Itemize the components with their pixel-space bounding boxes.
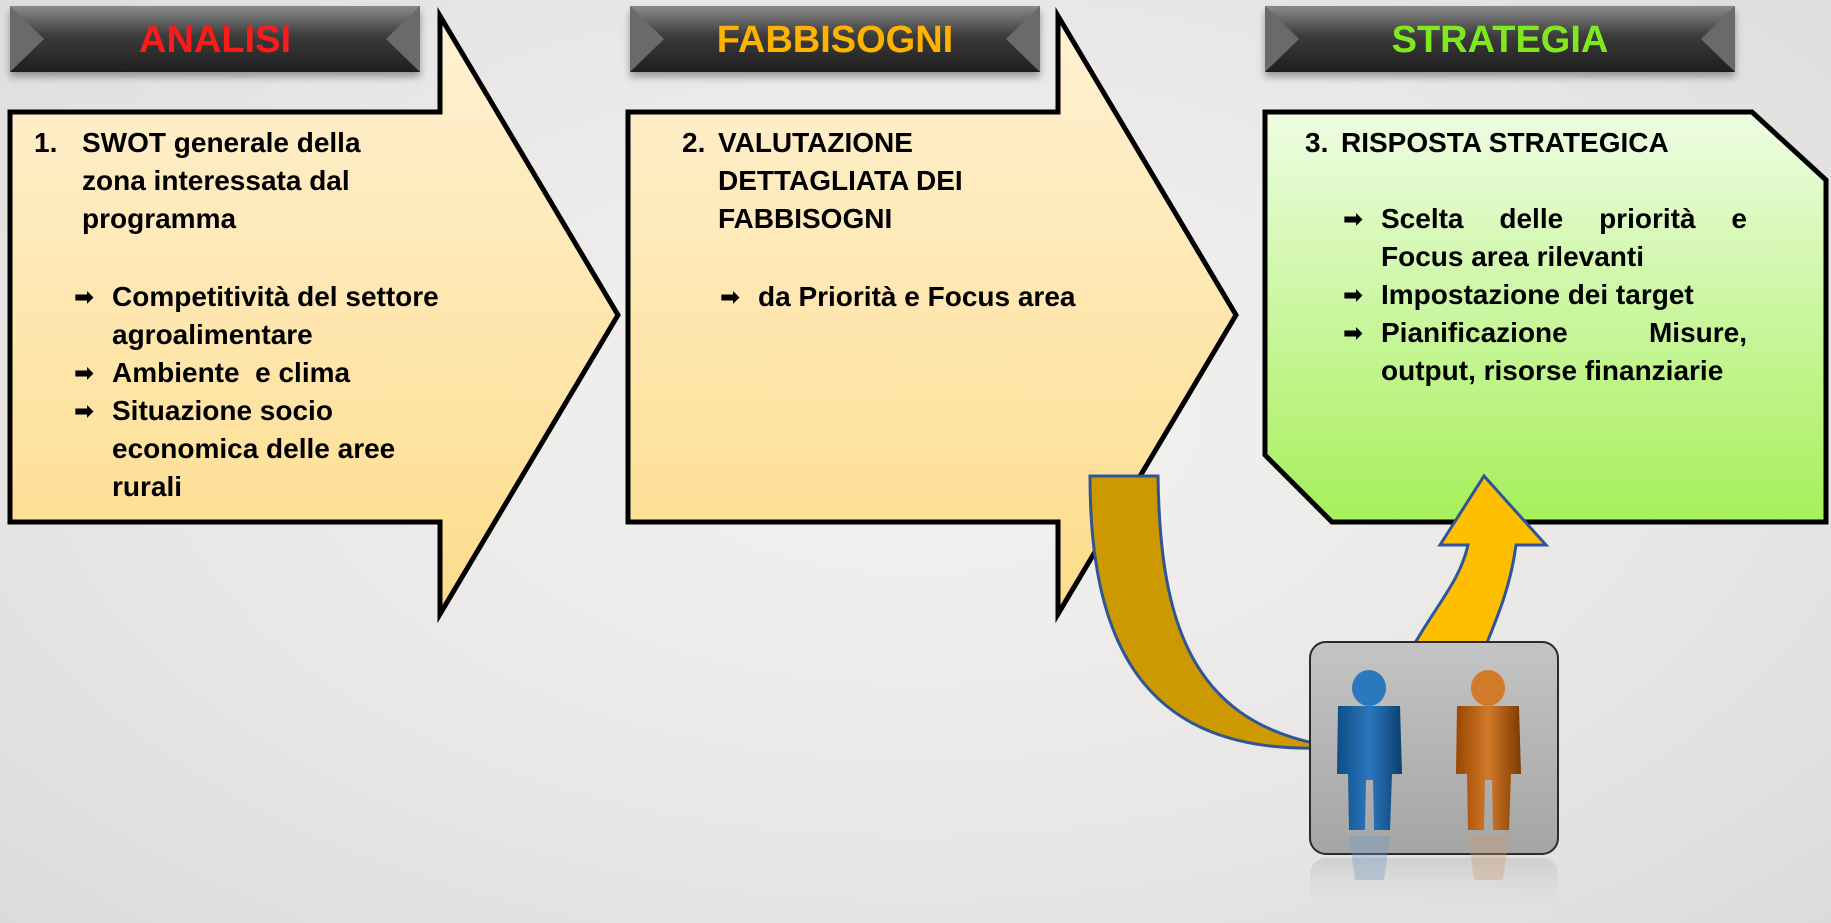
brown-person-icon bbox=[1456, 670, 1521, 880]
strategia-banner bbox=[1265, 6, 1735, 72]
people-picture bbox=[1309, 641, 1559, 923]
strategia-content: 3. RISPOSTA STRATEGICA ➡ Scelta delle pr… bbox=[1305, 124, 1755, 390]
right-arrow-icon: ➡ bbox=[74, 359, 95, 387]
list-item: ➡ da Priorità e Focus area bbox=[720, 278, 1140, 316]
fabbisogni-arrow-shape bbox=[625, 6, 1239, 624]
fabbisogni-bullet-list: ➡ da Priorità e Focus area bbox=[720, 278, 1140, 316]
list-item: ➡ Situazione socio economica delle aree … bbox=[74, 392, 474, 506]
analisi-heading: 1. SWOT generale della zona interessata … bbox=[34, 124, 474, 238]
right-arrow-icon: ➡ bbox=[1343, 205, 1364, 233]
list-item: ➡ Competitività del settore agroalimenta… bbox=[74, 278, 474, 354]
strategia-bullet-2: Impostazione dei target bbox=[1381, 279, 1694, 310]
right-arrow-icon: ➡ bbox=[74, 397, 95, 425]
strategia-number: 3. bbox=[1305, 127, 1329, 158]
analisi-bullet-list: ➡ Competitività del settore agroalimenta… bbox=[74, 278, 474, 506]
curved-arrow-icon bbox=[1088, 474, 1320, 750]
right-arrow-icon: ➡ bbox=[720, 283, 741, 311]
analisi-bullet-2: Ambiente e clima bbox=[112, 357, 351, 388]
right-arrow-icon: ➡ bbox=[1343, 319, 1364, 347]
list-item: ➡ Ambiente e clima bbox=[74, 354, 474, 392]
right-arrow-icon: ➡ bbox=[1343, 281, 1364, 309]
list-item: ➡ Scelta delle priorità e Focus area ril… bbox=[1343, 200, 1747, 276]
analisi-bullet-3: Situazione socio economica delle aree ru… bbox=[112, 395, 396, 502]
list-item: ➡ Impostazione dei target bbox=[1343, 276, 1747, 314]
strategia-bullet-list: ➡ Scelta delle priorità e Focus area ril… bbox=[1343, 200, 1747, 390]
fabbisogni-content: 2. VALUTAZIONE DETTAGLIATA DEI FABBISOGN… bbox=[682, 124, 1142, 316]
fabbisogni-title: FABBISOGNI bbox=[716, 19, 954, 61]
strategia-heading-text: RISPOSTA STRATEGICA bbox=[1341, 127, 1669, 158]
fabbisogni-heading-text: VALUTAZIONE DETTAGLIATA DEI FABBISOGNI bbox=[718, 127, 963, 234]
analisi-number: 1. bbox=[34, 127, 58, 158]
analisi-bullet-1: Competitività del settore agroalimentare bbox=[112, 281, 439, 350]
strategia-box-shape bbox=[1262, 109, 1829, 525]
analisi-title: ANALISI bbox=[139, 19, 291, 61]
right-arrow-icon: ➡ bbox=[74, 283, 95, 311]
fabbisogni-heading: 2. VALUTAZIONE DETTAGLIATA DEI FABBISOGN… bbox=[682, 124, 1142, 238]
analisi-heading-text: SWOT generale della zona interessata dal… bbox=[82, 127, 361, 234]
strategia-heading: 3. RISPOSTA STRATEGICA bbox=[1305, 124, 1755, 162]
strategia-title: STRATEGIA bbox=[1391, 19, 1609, 61]
analisi-arrow-shape bbox=[7, 6, 621, 624]
analisi-content: 1. SWOT generale della zona interessata … bbox=[34, 124, 474, 506]
fabbisogni-number: 2. bbox=[682, 127, 706, 158]
analisi-banner bbox=[10, 6, 420, 72]
list-item: ➡ Pianificazione Misure, output, risorse… bbox=[1343, 314, 1747, 390]
strategia-bullet-1: Scelta delle priorità e Focus area rilev… bbox=[1381, 203, 1747, 272]
fabbisogni-bullet-1: da Priorità e Focus area bbox=[758, 281, 1076, 312]
up-arrow-icon bbox=[1409, 473, 1550, 662]
fabbisogni-banner bbox=[630, 6, 1040, 72]
blue-person-icon bbox=[1337, 670, 1402, 880]
strategia-bullet-3: Pianificazione Misure, output, risorse f… bbox=[1381, 317, 1747, 386]
